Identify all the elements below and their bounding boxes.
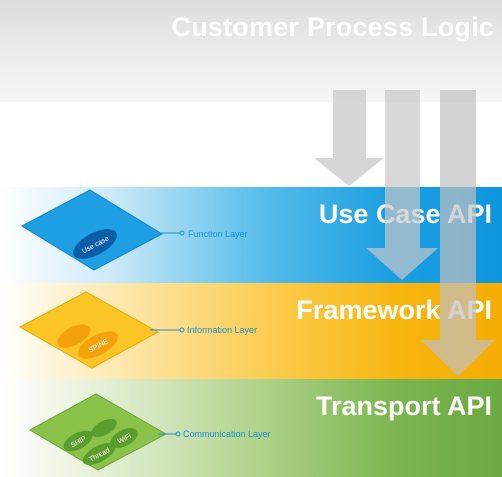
flow-arrow-to-framework xyxy=(366,90,438,280)
customer-process-logic-band: Customer Process Logic xyxy=(0,0,502,102)
information-layer-label: Information Layer xyxy=(187,325,258,335)
information-layer-diamond: SPINE xyxy=(18,291,185,369)
ship-chip xyxy=(63,430,93,452)
function-layer-diamond: Use case xyxy=(20,189,185,271)
information-chip xyxy=(57,324,91,348)
spine-chip xyxy=(78,331,118,359)
use-case-chip xyxy=(73,229,117,259)
flow-arrow-to-transport xyxy=(421,90,495,376)
wifi-chip xyxy=(110,428,138,448)
transport-api-title: Transport API xyxy=(315,391,492,421)
flow-arrow-to-use-case xyxy=(314,90,384,186)
thread-chip xyxy=(82,442,116,466)
communication-chip xyxy=(91,418,117,438)
customer-process-logic-title: Customer Process Logic xyxy=(171,12,494,42)
communication-layer-diamond: SHIP Thread WiFi xyxy=(28,393,181,471)
function-layer-label: Function Layer xyxy=(188,229,248,239)
communication-layer-label: Communication Layer xyxy=(183,429,271,439)
